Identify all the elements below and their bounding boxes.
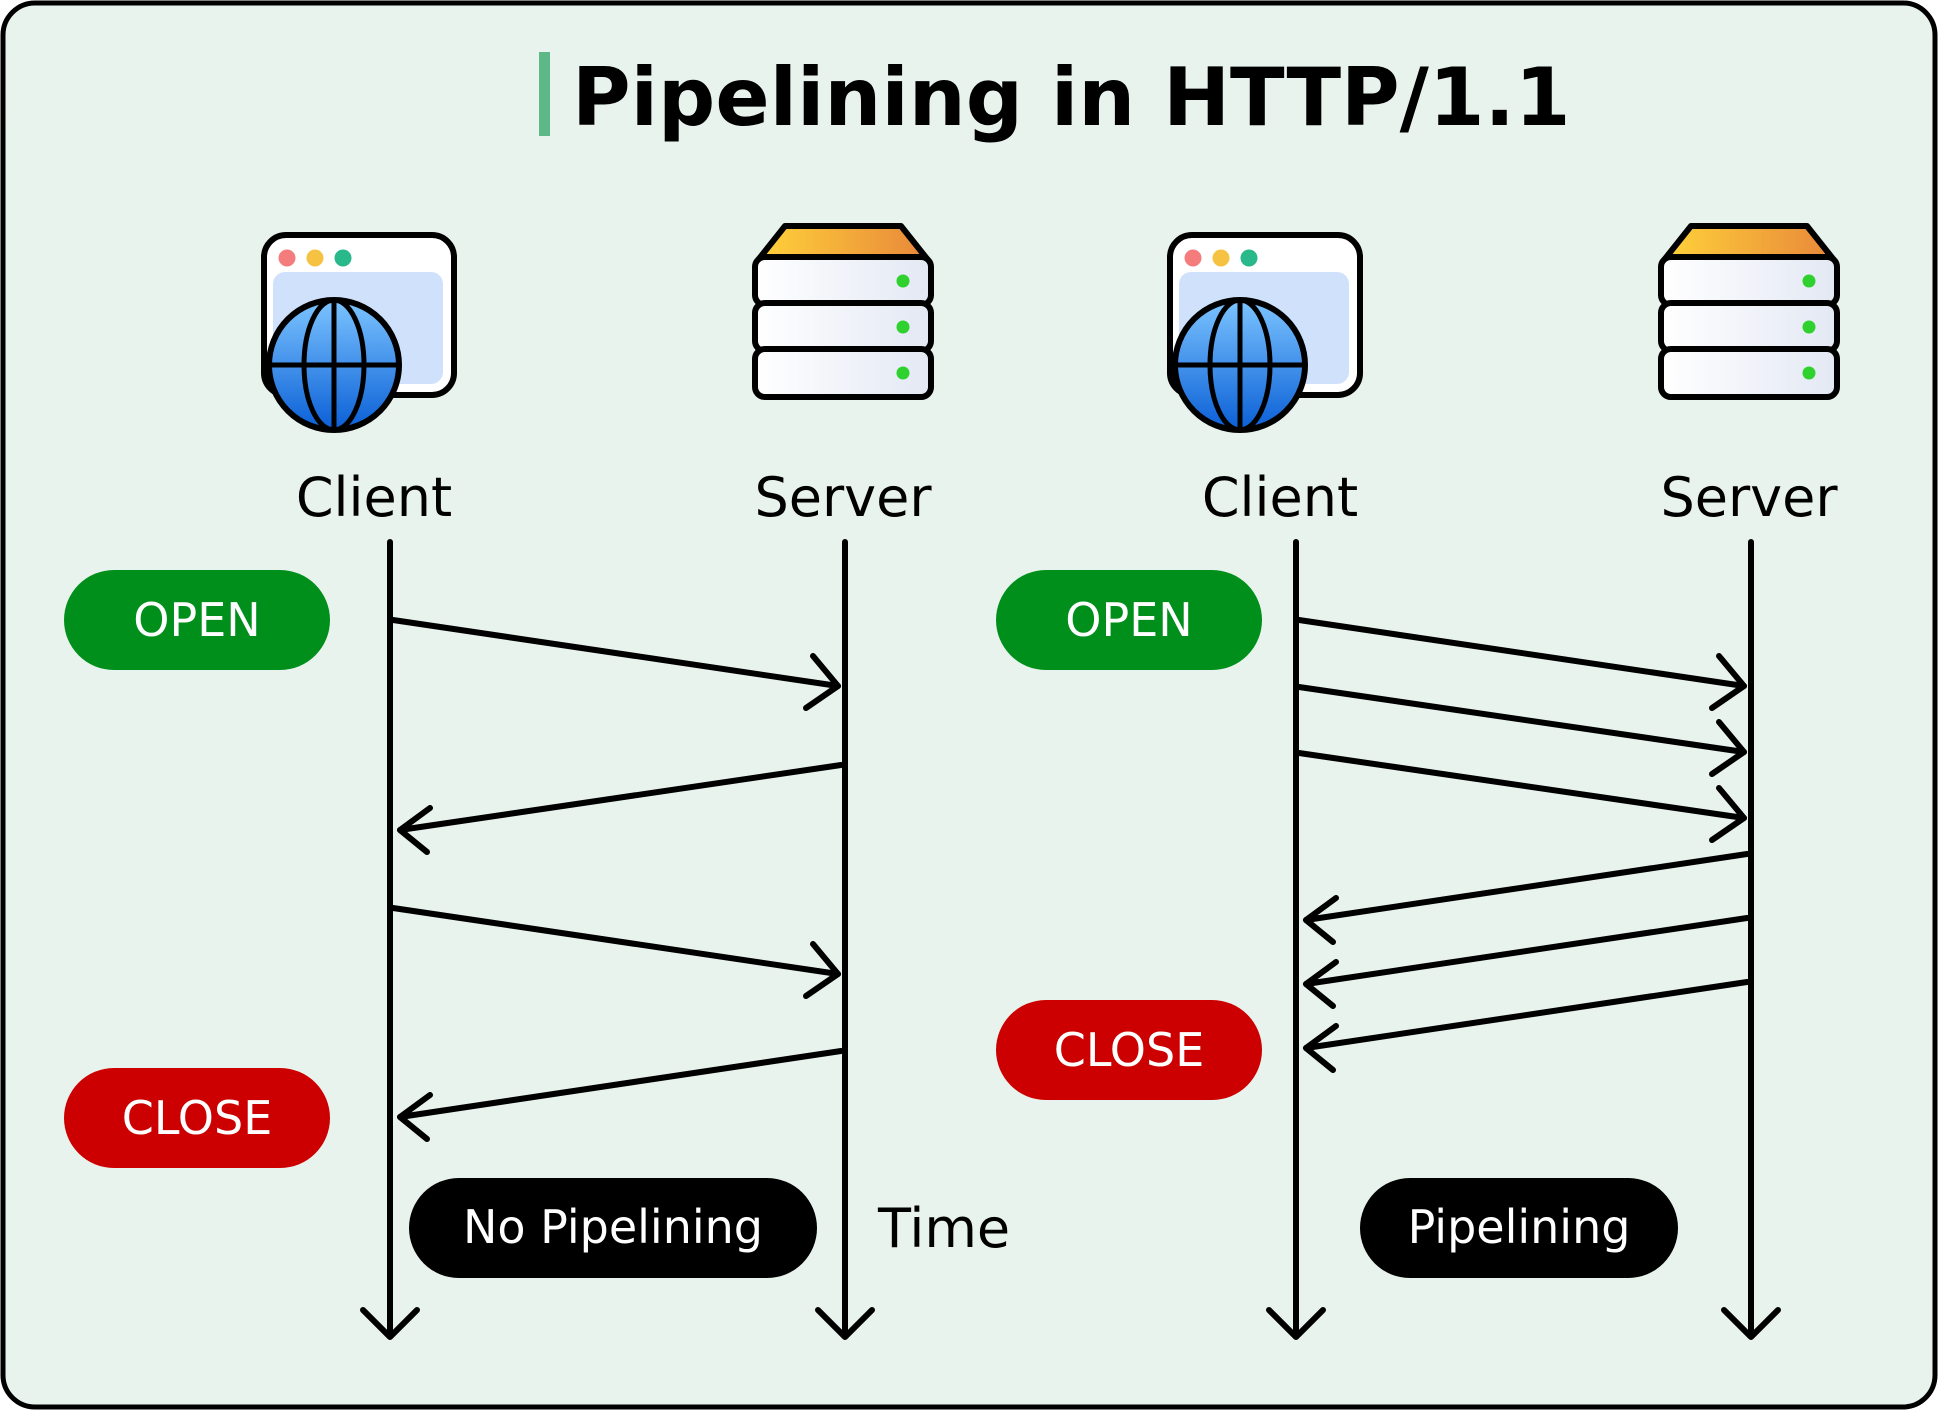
response-arrow	[397, 762, 844, 833]
response-arrowhead	[397, 805, 433, 855]
server-timeline-arrowhead	[1721, 1307, 1781, 1340]
request-arrowhead	[803, 653, 841, 711]
request-arrow	[390, 617, 841, 689]
server-label: Server	[754, 466, 932, 529]
server-label: Server	[1660, 466, 1838, 529]
request-arrow	[1296, 684, 1747, 755]
open-badge-label: OPEN	[1065, 593, 1192, 647]
open-badge	[996, 570, 1262, 670]
title-accent-bar	[539, 52, 550, 136]
close-badge-label: CLOSE	[1054, 1023, 1205, 1077]
response-arrowhead	[1303, 895, 1339, 945]
request-arrowhead	[1709, 785, 1747, 843]
time-label: Time	[877, 1197, 1010, 1260]
server-rack-icon	[755, 226, 931, 397]
client-label: Client	[296, 466, 452, 529]
client-timeline-arrowhead	[360, 1307, 420, 1340]
open-badge	[64, 570, 330, 670]
close-badge	[996, 1000, 1262, 1100]
close-badge	[64, 1068, 330, 1168]
client-label: Client	[1202, 466, 1358, 529]
request-arrow	[390, 905, 841, 977]
caption-label: No Pipelining	[463, 1200, 763, 1254]
server-rack-icon	[1661, 226, 1837, 397]
response-arrow	[1303, 851, 1750, 923]
response-arrowhead	[1303, 1023, 1339, 1073]
panel-pipelining: Client Server OPEN CLOSE Pipelining	[996, 226, 1838, 1340]
response-arrow	[1303, 979, 1750, 1051]
request-arrow	[1296, 750, 1747, 821]
request-arrowhead	[1709, 719, 1747, 777]
response-arrowhead	[1303, 959, 1339, 1009]
request-arrowhead	[1709, 653, 1747, 711]
panel-no-pipelining: Client Server OPEN CLOSE No Pipelining T…	[64, 226, 1010, 1340]
request-arrowhead	[803, 941, 841, 999]
caption-badge	[1360, 1178, 1678, 1278]
request-arrow	[1296, 617, 1747, 689]
client-timeline-arrowhead	[1266, 1307, 1326, 1340]
caption-label: Pipelining	[1408, 1200, 1631, 1254]
open-badge-label: OPEN	[133, 593, 260, 647]
response-arrow	[397, 1048, 844, 1120]
diagram-title: Pipelining in HTTP/1.1	[572, 51, 1571, 144]
server-timeline-arrowhead	[815, 1307, 875, 1340]
caption-badge	[409, 1178, 817, 1278]
response-arrowhead	[397, 1092, 433, 1142]
close-badge-label: CLOSE	[122, 1091, 273, 1145]
response-arrow	[1303, 915, 1750, 987]
